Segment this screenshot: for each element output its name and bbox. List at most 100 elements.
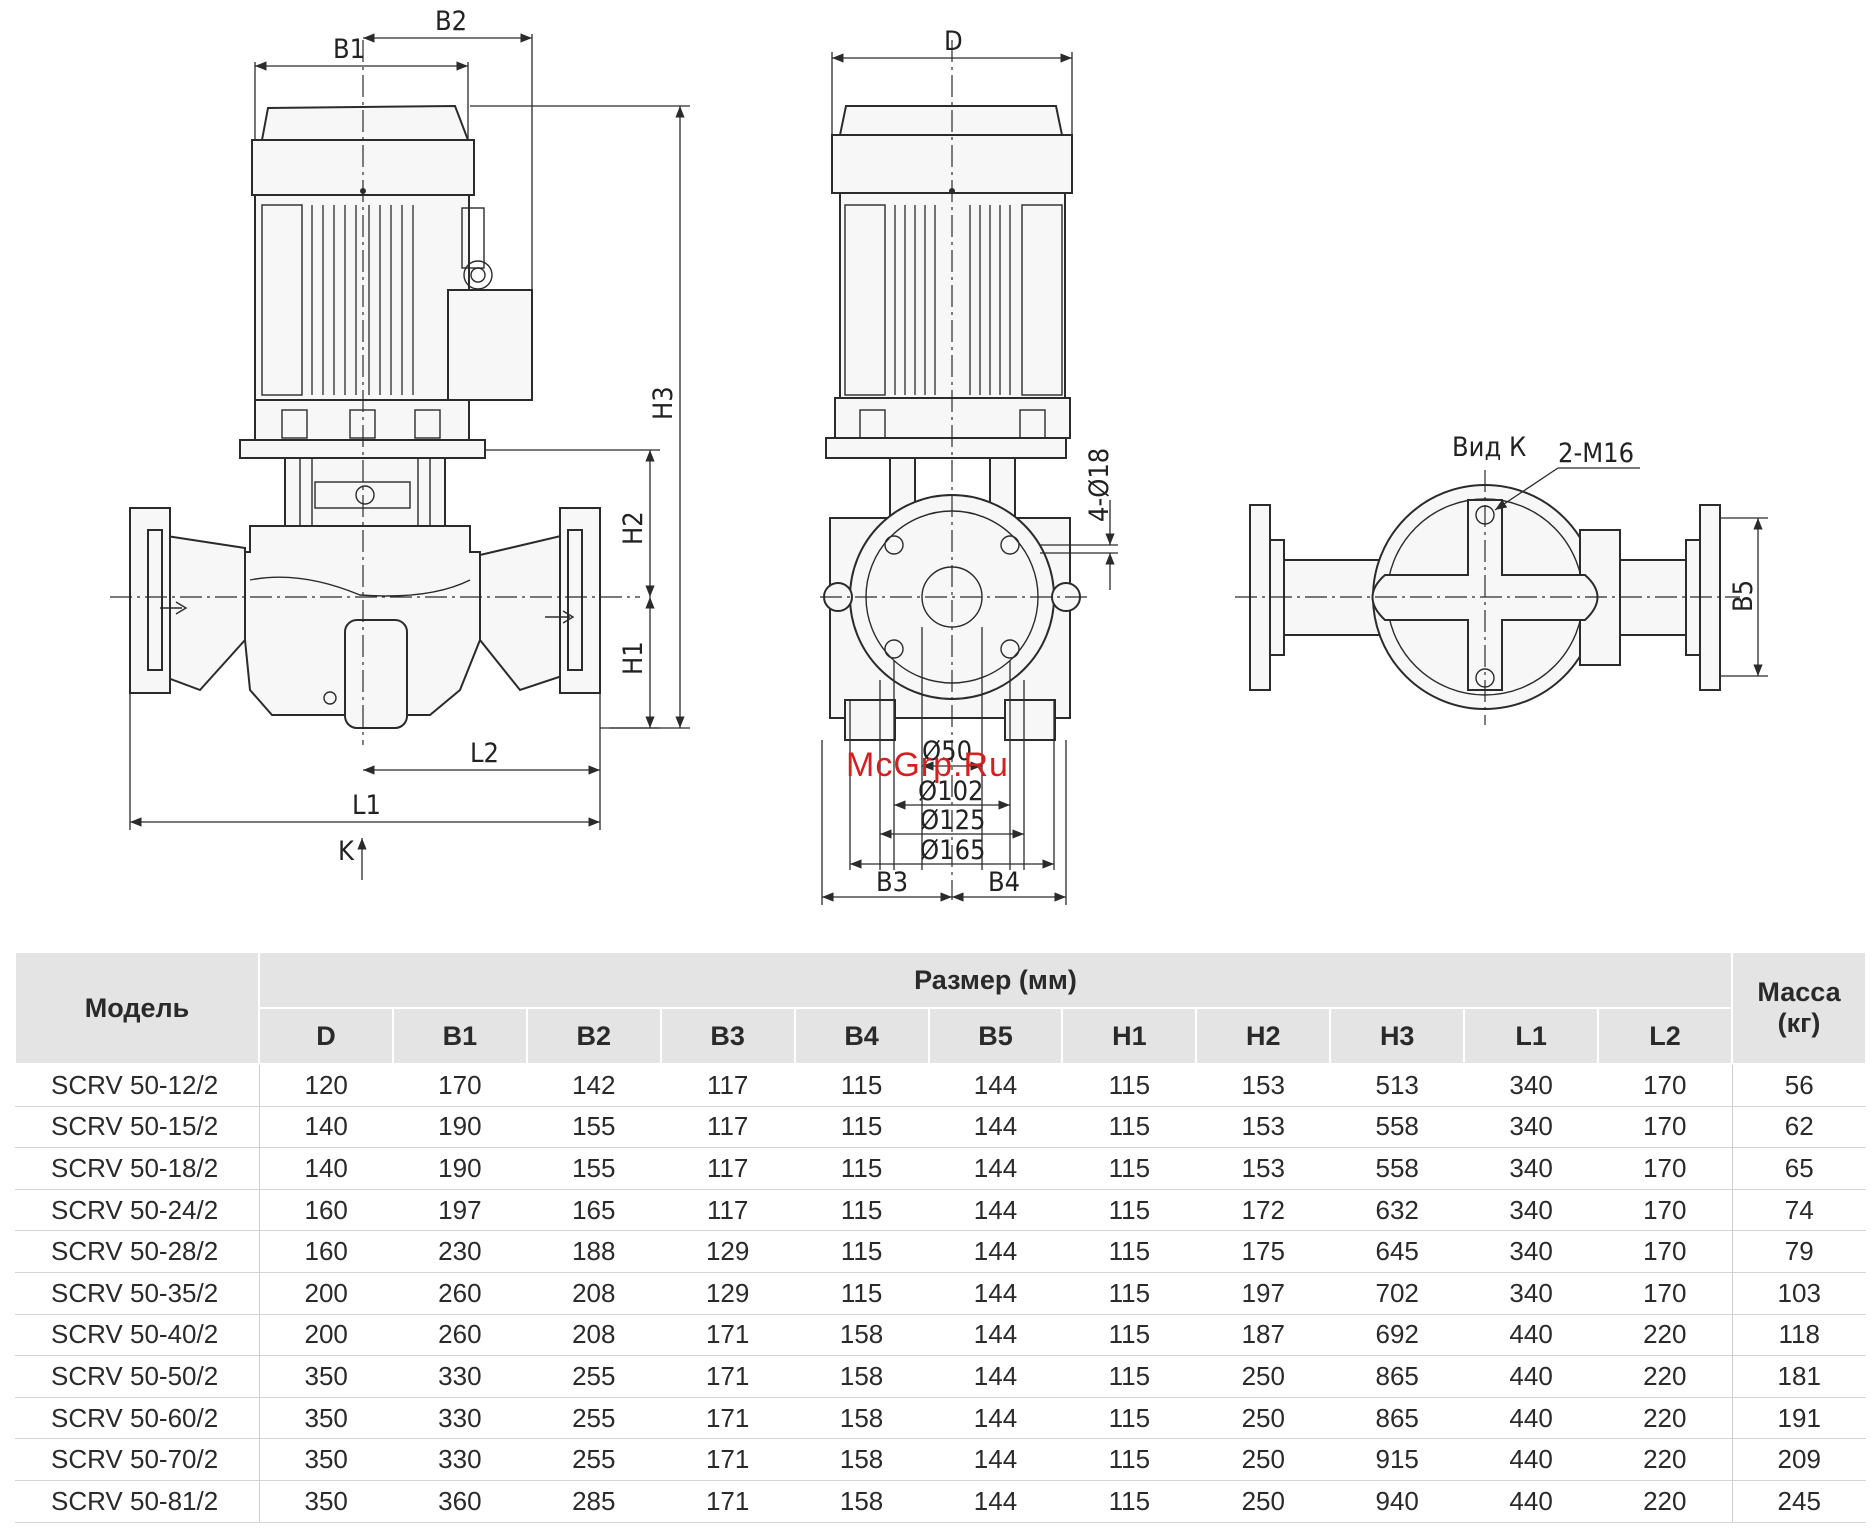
column-header-b5: B5 [927,1007,1064,1065]
size-cell: 340 [1464,1147,1599,1190]
header-mass: Масса (кг) [1731,951,1867,1065]
column-header-h1: H1 [1061,1007,1198,1065]
size-cell: 153 [1196,1064,1331,1107]
size-cell: 330 [392,1438,527,1481]
size-cell: 144 [928,1106,1063,1149]
size-cell: 340 [1464,1106,1599,1149]
size-cell: 200 [259,1314,393,1357]
size-cell: 170 [1598,1147,1732,1190]
dim-label-d125: Ø125 [920,805,985,836]
size-cell: 115 [794,1147,929,1190]
size-cell: 340 [1464,1189,1599,1232]
size-cell: 350 [259,1438,393,1481]
size-cell: 702 [1330,1272,1465,1315]
size-cell: 865 [1330,1397,1465,1440]
column-header-l1: L1 [1463,1007,1600,1065]
size-cell: 153 [1196,1147,1331,1190]
front-view: D 4-Ø18 Ø50 Ø102 Ø125 Ø165 B3 B4 [820,26,1118,905]
size-cell: 230 [392,1230,527,1273]
model-cell: SCRV 50-40/2 [15,1314,260,1357]
size-cell: 220 [1598,1438,1732,1481]
size-cell: 440 [1464,1355,1599,1398]
model-cell: SCRV 50-50/2 [15,1355,260,1398]
model-cell: SCRV 50-15/2 [15,1106,260,1149]
size-cell: 197 [392,1189,527,1232]
dim-label-h1: H1 [618,641,649,675]
size-cell: 120 [259,1064,393,1107]
mass-cell: 62 [1731,1106,1866,1149]
model-cell: SCRV 50-18/2 [15,1147,260,1190]
dim-label-h2: H2 [618,511,649,545]
size-cell: 172 [1196,1189,1331,1232]
size-cell: 260 [392,1314,527,1357]
size-cell: 170 [1598,1189,1732,1232]
mass-cell: 191 [1731,1397,1866,1440]
size-cell: 117 [660,1106,795,1149]
size-cell: 632 [1330,1189,1465,1232]
size-cell: 330 [392,1397,527,1440]
size-cell: 171 [660,1355,795,1398]
size-cell: 340 [1464,1064,1599,1107]
size-cell: 170 [1598,1106,1732,1149]
size-cell: 330 [392,1355,527,1398]
size-cell: 115 [1062,1064,1197,1107]
size-cell: 115 [1062,1106,1197,1149]
mass-cell: 74 [1731,1189,1866,1232]
size-cell: 158 [794,1355,929,1398]
view-k: Вид К 2-M16 B5 [1235,432,1768,725]
model-cell: SCRV 50-70/2 [15,1438,260,1481]
dim-label-b5: B5 [1728,580,1759,612]
column-header-b3: B3 [659,1007,796,1065]
size-cell: 115 [1062,1230,1197,1273]
dim-label-h3: H3 [648,386,679,420]
watermark: McGrp.Ru [846,746,1009,784]
mass-cell: 181 [1731,1355,1866,1398]
column-header-b2: B2 [525,1007,662,1065]
size-cell: 115 [1062,1189,1197,1232]
size-cell: 144 [928,1064,1063,1107]
size-cell: 692 [1330,1314,1465,1357]
size-cell: 255 [526,1438,661,1481]
side-view: B1 B2 H3 H2 H1 L2 L1 K [110,6,690,880]
size-cell: 175 [1196,1230,1331,1273]
size-cell: 117 [660,1147,795,1190]
size-cell: 220 [1598,1397,1732,1440]
size-cell: 940 [1330,1480,1465,1523]
size-cell: 129 [660,1230,795,1273]
size-cell: 115 [794,1064,929,1107]
column-header-b4: B4 [793,1007,930,1065]
size-cell: 208 [526,1314,661,1357]
size-cell: 197 [1196,1272,1331,1315]
pump-dimension-drawing: B1 B2 H3 H2 H1 L2 L1 K [110,6,1768,905]
dim-label-b1: B1 [333,34,365,65]
size-cell: 170 [1598,1272,1732,1315]
size-cell: 144 [928,1272,1063,1315]
model-cell: SCRV 50-35/2 [15,1272,260,1315]
dim-label-d50: Ø50 [922,736,972,767]
dim-label-d102: Ø102 [918,776,983,807]
size-cell: 350 [259,1355,393,1398]
model-cell: SCRV 50-12/2 [15,1064,260,1107]
size-cell: 558 [1330,1106,1465,1149]
size-cell: 155 [526,1147,661,1190]
size-cell: 115 [1062,1480,1197,1523]
size-cell: 117 [660,1064,795,1107]
size-cell: 190 [392,1147,527,1190]
size-cell: 158 [794,1397,929,1440]
size-cell: 865 [1330,1355,1465,1398]
size-cell: 117 [660,1189,795,1232]
size-cell: 170 [1598,1064,1732,1107]
size-cell: 250 [1196,1438,1331,1481]
dim-label-b3: B3 [876,867,908,898]
size-cell: 155 [526,1106,661,1149]
size-cell: 160 [259,1189,393,1232]
